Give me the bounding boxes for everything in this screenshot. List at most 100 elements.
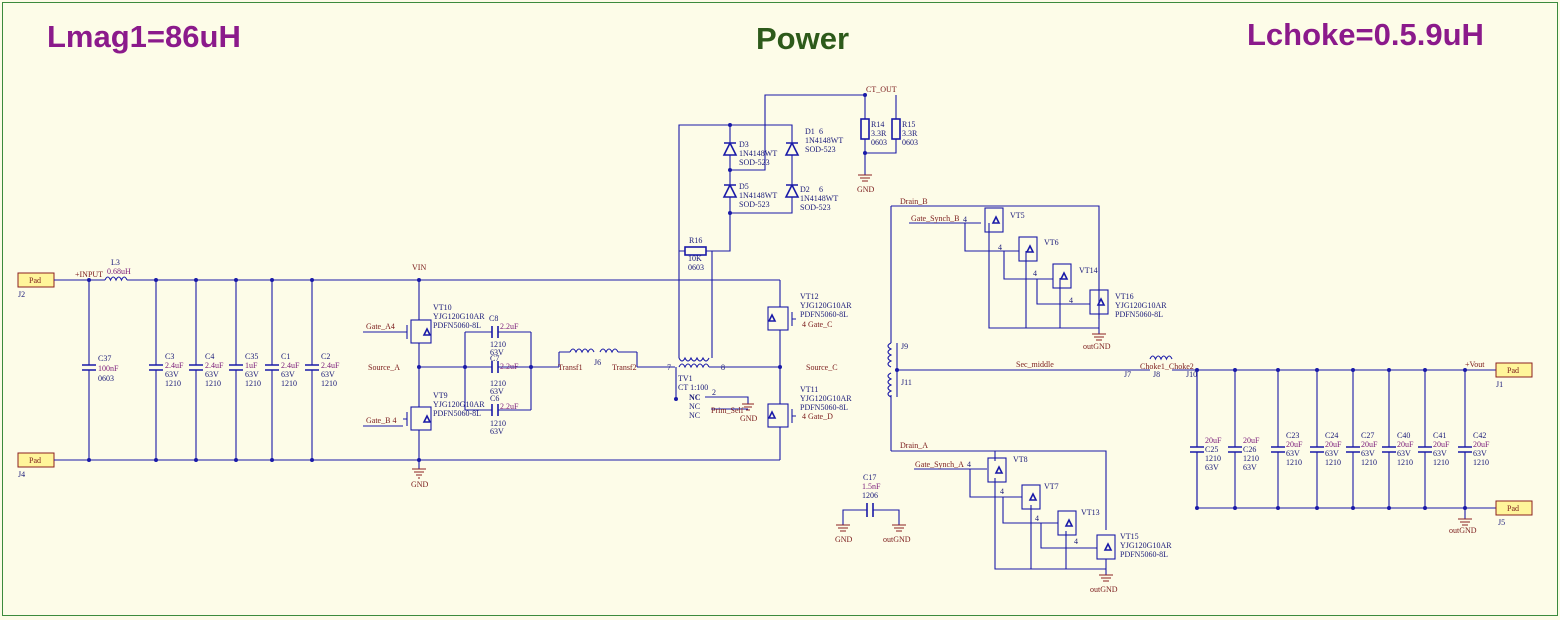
svg-text:6: 6 [819,185,823,194]
svg-text:1210: 1210 [490,340,506,349]
svg-text:1N4148WT: 1N4148WT [805,136,843,145]
svg-text:VT5: VT5 [1010,211,1025,220]
mosfet-vt13 [1057,510,1077,536]
cap-c17: C17 1.5nF 1206 GND outGND [835,473,911,544]
schematic-drawing: Lmag1=86uH Power Lchoke=0.5.9uH Pad J2 P… [17,17,1533,594]
svg-text:J9: J9 [901,342,908,351]
svg-text:NC: NC [689,393,701,402]
mosfet-vt6 [1018,236,1038,262]
mosfet-vt9: Gate_B 4 VT9 YJG120G10AR PDFN5060-8L [363,391,485,431]
svg-text:YJG120G10AR: YJG120G10AR [800,301,852,310]
pad-j2-label: Pad [29,276,41,285]
svg-text:20uF: 20uF [1361,440,1378,449]
primary-bridge: Gate_A4 VT10 YJG120G10AR PDFN5060-8L Gat… [363,278,852,489]
svg-text:YJG120G10AR: YJG120G10AR [1120,541,1172,550]
svg-text:NC: NC [689,411,700,420]
svg-text:PDFN5060-8L: PDFN5060-8L [1120,550,1168,559]
svg-text:1210: 1210 [1433,458,1449,467]
svg-text:C27: C27 [1361,431,1374,440]
l3-ref: L3 [111,258,120,267]
svg-text:1210: 1210 [245,379,261,388]
svg-text:J10: J10 [1186,370,1197,379]
resistor-r15 [891,118,901,140]
svg-text:outGND: outGND [883,535,911,544]
svg-text:1210: 1210 [1397,458,1413,467]
svg-text:C7: C7 [490,354,499,363]
svg-text:VT11: VT11 [800,385,818,394]
svg-text:PDFN5060-8L: PDFN5060-8L [800,403,848,412]
cap-c35: C35 1uF 63V 1210 [229,278,261,462]
pad-j4-label: Pad [29,456,41,465]
diode-d5 [722,183,738,198]
svg-text:Drain_B: Drain_B [900,197,928,206]
svg-text:4: 4 [967,460,971,469]
output-section: Pad J1 +Vout Pad J5 outGND 20uFC25121063… [1190,360,1533,535]
svg-text:Prim_Self: Prim_Self [711,406,744,415]
svg-text:63V: 63V [165,370,179,379]
title-lmag: Lmag1=86uH [47,19,241,54]
svg-text:C41: C41 [1433,431,1446,440]
svg-text:GND: GND [857,185,875,194]
svg-text:SOD-523: SOD-523 [800,203,831,212]
svg-text:1210: 1210 [1361,458,1377,467]
svg-text:GND: GND [740,414,758,423]
pad-j1[interactable] [1495,362,1533,378]
svg-text:VT12: VT12 [800,292,819,301]
svg-text:63V: 63V [1433,449,1447,458]
svg-text:VT13: VT13 [1081,508,1100,517]
svg-text:1210: 1210 [281,379,297,388]
svg-text:63V: 63V [1243,463,1257,472]
svg-text:C3: C3 [165,352,174,361]
current-sense: D3 1N4148WT SOD-523 D5 1N4148WT SOD-523 … [678,85,918,358]
svg-text:100nF: 100nF [98,364,119,373]
svg-text:4: 4 [1033,269,1037,278]
svg-text:2.2uF: 2.2uF [500,322,519,331]
svg-text:GND: GND [835,535,853,544]
svg-text:2: 2 [712,388,716,397]
svg-text:4: 4 [1069,296,1073,305]
inductor-l3 [104,276,128,282]
svg-text:1N4148WT: 1N4148WT [739,149,777,158]
svg-text:Transf1: Transf1 [558,363,583,372]
svg-text:0603: 0603 [98,374,114,383]
svg-text:Gate_A4: Gate_A4 [366,322,395,331]
svg-text:1N4148WT: 1N4148WT [800,194,838,203]
svg-text:outGND: outGND [1083,342,1111,351]
svg-text:C35: C35 [245,352,258,361]
svg-text:TV1: TV1 [678,374,693,383]
svg-text:GND: GND [411,480,429,489]
svg-text:4: 4 [1000,487,1004,496]
svg-text:J5: J5 [1498,518,1505,527]
svg-text:63V: 63V [245,370,259,379]
svg-text:VT10: VT10 [433,303,452,312]
svg-text:3.3R: 3.3R [902,129,918,138]
svg-text:VT7: VT7 [1044,482,1059,491]
svg-text:10K: 10K [688,254,702,263]
svg-text:1210: 1210 [1473,458,1489,467]
title-lchoke: Lchoke=0.5.9uH [1247,17,1484,52]
svg-text:1.5nF: 1.5nF [862,482,881,491]
svg-text:C1: C1 [281,352,290,361]
mosfet-vt12: VT12 YJG120G10AR PDFN5060-8L 4 Gate_C [767,292,852,331]
svg-text:2.2uF: 2.2uF [500,402,519,411]
mosfet-vt7 [1021,484,1041,510]
svg-text:C40: C40 [1397,431,1410,440]
choke-inductor [1149,355,1173,361]
svg-text:PDFN5060-8L: PDFN5060-8L [800,310,848,319]
svg-text:CT 1:100: CT 1:100 [678,383,708,392]
svg-text:4: 4 [963,215,967,224]
svg-text:D5: D5 [739,182,749,191]
pad-j5[interactable] [1495,500,1533,516]
svg-text:1210: 1210 [490,379,506,388]
svg-text:8: 8 [721,363,725,372]
svg-text:outGND: outGND [1449,526,1477,535]
svg-text:SOD-523: SOD-523 [805,145,836,154]
svg-text:1210: 1210 [1325,458,1341,467]
svg-text:D3: D3 [739,140,749,149]
svg-text:0603: 0603 [902,138,918,147]
cap-c4: C4 2.4uF 63V 1210 [189,278,224,462]
svg-text:1210: 1210 [1243,454,1259,463]
